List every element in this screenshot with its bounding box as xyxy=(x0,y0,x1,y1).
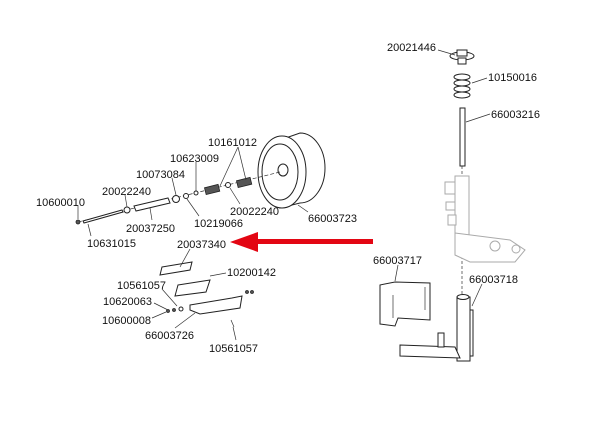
label-66003717: 66003717 xyxy=(373,255,422,267)
label-10600010: 10600010 xyxy=(36,197,85,209)
label-66003723: 66003723 xyxy=(308,213,357,225)
bracket-66003726 xyxy=(159,261,254,328)
knob-20021446 xyxy=(449,49,475,65)
guard-66003717 xyxy=(379,281,431,327)
label-10600008: 10600008 xyxy=(102,315,151,327)
label-10631015: 10631015 xyxy=(87,238,136,250)
label-10219066: 10219066 xyxy=(194,218,243,230)
label-10561057-b: 10561057 xyxy=(209,343,258,355)
red-arrow-pointer xyxy=(230,232,373,252)
label-66003216: 66003216 xyxy=(491,109,540,121)
wheel-66003723 xyxy=(257,132,326,209)
label-66003718: 66003718 xyxy=(469,274,518,286)
label-20021446: 20021446 xyxy=(387,42,436,54)
label-66003726: 66003726 xyxy=(145,330,194,342)
label-20022240-a: 20022240 xyxy=(102,186,151,198)
label-20037250: 20037250 xyxy=(126,223,175,235)
label-10620063: 10620063 xyxy=(103,296,152,308)
spring-10150016 xyxy=(453,73,471,99)
fork-66003718 xyxy=(399,294,474,362)
label-10561057-a: 10561057 xyxy=(117,280,166,292)
frame-bracket xyxy=(444,175,526,263)
axle-assembly xyxy=(75,171,281,225)
label-10150016: 10150016 xyxy=(488,72,537,84)
label-10200142: 10200142 xyxy=(227,267,276,279)
leader-lines xyxy=(77,49,491,341)
label-20022240-b: 20022240 xyxy=(230,206,279,218)
label-10623009: 10623009 xyxy=(170,153,219,165)
label-10161012: 10161012 xyxy=(208,137,257,149)
label-20037340: 20037340 xyxy=(177,239,226,251)
label-10073084: 10073084 xyxy=(136,169,185,181)
